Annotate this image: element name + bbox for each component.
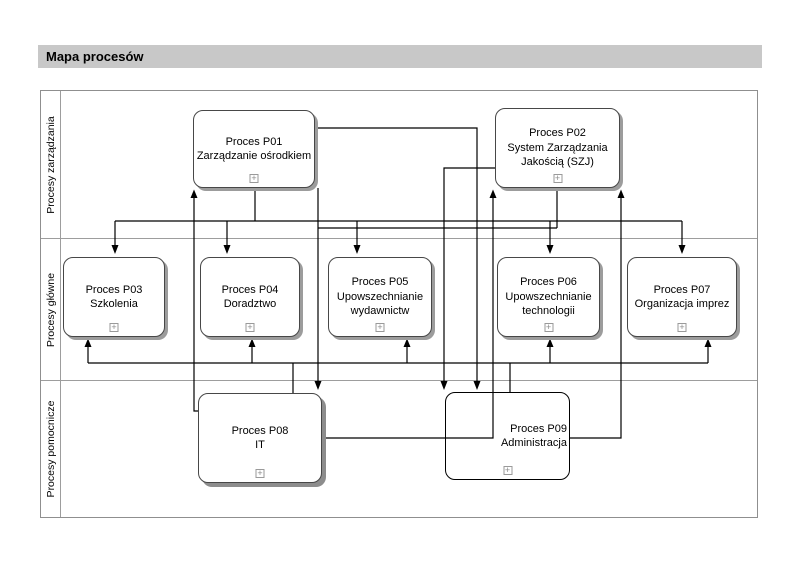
process-box-p04[interactable]: Proces P04 Doradztwo + — [200, 257, 300, 337]
expand-icon[interactable]: + — [249, 173, 259, 183]
lane-main: Procesy główne — [41, 239, 757, 381]
expand-icon[interactable]: + — [677, 322, 687, 332]
expand-icon[interactable]: + — [553, 173, 562, 183]
process-box-p03[interactable]: Proces P03 Szkolenia + — [63, 257, 165, 337]
arrowhead-up-p02-left — [489, 189, 497, 198]
process-box-p02[interactable]: Proces P02 System Zarządzania Jakością (… — [495, 108, 620, 188]
process-label-p05: Proces P05 Upowszechnianie wydawnictw — [336, 276, 424, 318]
process-label-p09: Proces P09 Administracja — [500, 422, 567, 450]
process-label-p06: Proces P06 Upowszechnianie technologii — [505, 276, 592, 318]
expand-icon[interactable]: + — [503, 465, 512, 475]
arrowhead-up-p06 — [546, 338, 554, 347]
arrowhead-down-p07 — [678, 245, 686, 254]
arrowhead-up-p03 — [84, 338, 92, 347]
process-label-p01: Proces P01 Zarządzanie ośrodkiem — [196, 135, 312, 163]
expand-icon[interactable]: + — [255, 468, 265, 478]
expand-icon[interactable]: + — [544, 322, 553, 332]
lane-label-cell: Procesy pomocnicze — [41, 381, 61, 517]
process-box-p06[interactable]: Proces P06 Upowszechnianie technologii + — [497, 257, 600, 337]
arrowhead-down-p04 — [223, 245, 231, 254]
connector-p01-p09 — [315, 127, 478, 381]
title-bar: Mapa procesów — [38, 45, 762, 68]
process-label-p03: Proces P03 Szkolenia — [85, 283, 143, 311]
arrowhead-down-p06 — [546, 245, 554, 254]
connector-p09-p02 — [570, 198, 622, 439]
arrowhead-down-p08 — [314, 381, 322, 390]
connector-p08-p02 — [322, 198, 494, 439]
arrowhead-down-p09-left — [440, 381, 448, 390]
expand-icon[interactable]: + — [245, 322, 255, 332]
lane-label-cell: Procesy główne — [41, 239, 61, 380]
process-box-p01[interactable]: Proces P01 Zarządzanie ośrodkiem + — [193, 110, 315, 188]
arrowhead-up-p04 — [248, 338, 256, 347]
process-box-p08[interactable]: Proces P08 IT + — [198, 393, 322, 483]
process-box-p05[interactable]: Proces P05 Upowszechnianie wydawnictw + — [328, 257, 432, 337]
process-box-p07[interactable]: Proces P07 Organizacja imprez + — [627, 257, 737, 337]
process-label-p04: Proces P04 Doradztwo — [221, 283, 279, 311]
process-box-p09[interactable]: Proces P09 Administracja + — [445, 392, 570, 480]
arrowhead-up-p05 — [403, 338, 411, 347]
expand-icon[interactable]: + — [375, 322, 385, 332]
arrowhead-up-p02-right — [617, 189, 625, 198]
expand-icon[interactable]: + — [109, 322, 119, 332]
lane-label-cell: Procesy zarządzania — [41, 91, 61, 238]
lane-management: Procesy zarządzania — [41, 91, 757, 239]
lane-support: Procesy pomocnicze — [41, 381, 757, 517]
arrowhead-up-p07 — [704, 338, 712, 347]
connector-p08-p01 — [193, 198, 198, 412]
arrowhead-down-p03 — [111, 245, 119, 254]
arrowhead-down-p05 — [353, 245, 361, 254]
arrowhead-down-p09-right — [473, 381, 481, 390]
connector-p02-p09 — [443, 167, 495, 381]
page-title: Mapa procesów — [46, 49, 144, 64]
process-label-p02: Proces P02 System Zarządzania Jakością (… — [507, 127, 608, 169]
process-label-p08: Proces P08 IT — [231, 424, 289, 452]
process-label-p07: Proces P07 Organizacja imprez — [634, 283, 730, 311]
arrowhead-up-p01 — [190, 189, 198, 198]
